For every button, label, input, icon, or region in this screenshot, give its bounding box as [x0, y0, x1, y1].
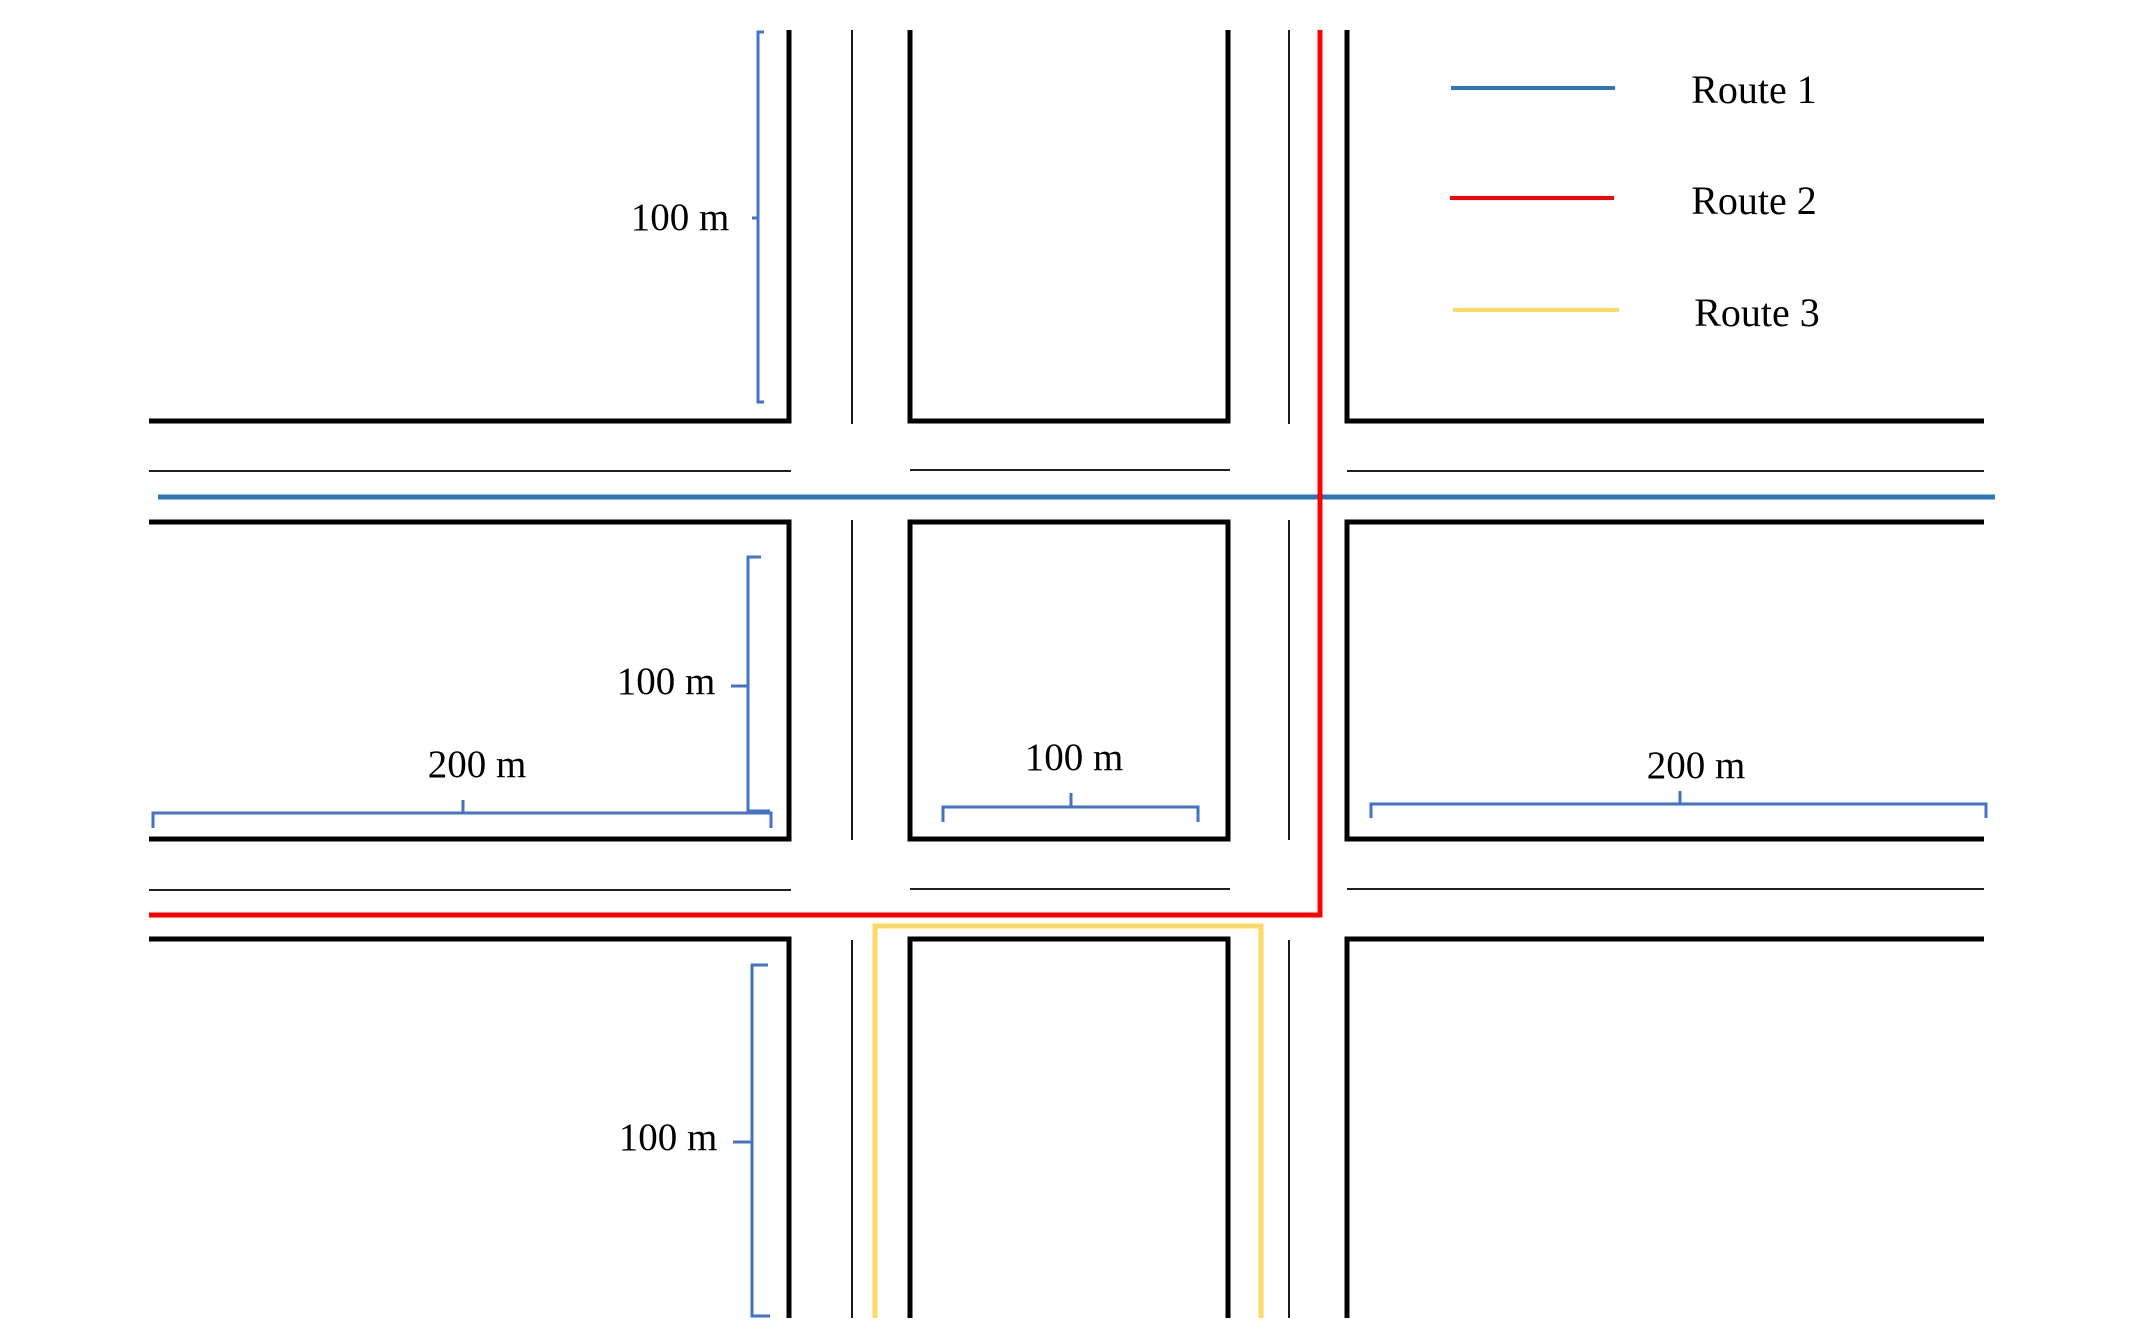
dimension-label-middle-left-horizontal: 200 m — [428, 743, 527, 786]
dimension-label-top-left-vertical: 100 m — [631, 196, 730, 239]
city-blocks — [149, 30, 1984, 1318]
dimension-brace — [941, 793, 1200, 822]
block-bottom-center — [907, 936, 1231, 1318]
dimension-labels: 100 m 100 m 200 m 100 m 200 m 100 m — [428, 196, 1746, 1159]
dimension-brace — [1369, 791, 1988, 818]
dimension-brace — [731, 555, 770, 813]
block-middle-left — [149, 519, 792, 842]
block-bottom-right — [1344, 936, 1984, 1318]
legend: Route 1 Route 2 Route 3 — [1450, 67, 1820, 335]
block-top-right — [1344, 30, 1984, 424]
dimension-brace — [733, 963, 770, 1318]
dimension-brace — [151, 800, 773, 828]
route-3-line — [872, 923, 1264, 1318]
legend-label-route-3: Route 3 — [1694, 290, 1820, 335]
block-top-center — [907, 30, 1231, 424]
lane-dividers — [149, 30, 1984, 1318]
dimension-label-middle-right-horizontal: 200 m — [1647, 744, 1746, 787]
block-bottom-left — [149, 936, 792, 1318]
dimension-label-middle-left-vertical: 100 m — [617, 660, 716, 703]
dimension-brace — [752, 30, 764, 404]
block-middle-right — [1344, 519, 1984, 842]
routes — [149, 30, 1995, 1318]
legend-label-route-2: Route 2 — [1691, 178, 1817, 223]
dimension-label-middle-center-horizontal: 100 m — [1025, 736, 1124, 779]
dimension-label-bottom-left-vertical: 100 m — [619, 1116, 718, 1159]
route-2-line — [149, 30, 1323, 918]
block-middle-center — [907, 519, 1231, 842]
legend-label-route-1: Route 1 — [1691, 67, 1817, 112]
dimension-braces — [151, 30, 1988, 1318]
block-top-left — [149, 30, 792, 424]
